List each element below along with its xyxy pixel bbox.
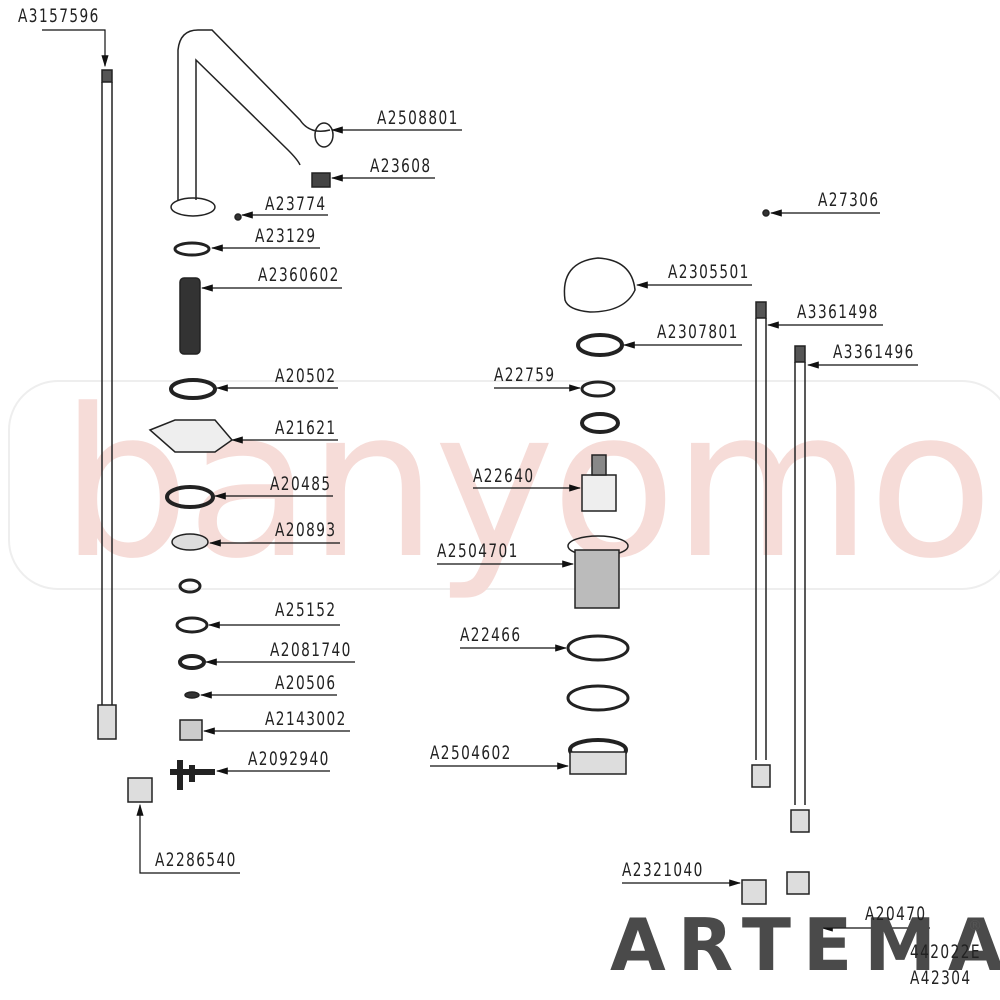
part-label: A20502 [275, 365, 337, 387]
part-label: A3361498 [797, 301, 879, 323]
part-label: A23774 [265, 193, 327, 215]
hose-right-1 [751, 301, 771, 788]
artema-logo: ARTEMA [610, 903, 1000, 987]
part-label: A2504602 [430, 742, 512, 764]
watermark-frame [8, 380, 1000, 590]
drawing-code: 442022E [910, 941, 981, 963]
part-label: A21621 [275, 417, 337, 439]
drawing-code: A42304 [910, 967, 972, 989]
part-label: A27306 [818, 189, 880, 211]
registered-mark: ® [968, 918, 982, 934]
part-label: A23129 [255, 225, 317, 247]
part-label: A22466 [460, 624, 522, 646]
part-label: A3157596 [18, 5, 100, 27]
part-label: A2081740 [270, 639, 352, 661]
part-label: A2143002 [265, 708, 347, 730]
part-label: A2305501 [668, 261, 750, 283]
part-label: A3361496 [833, 341, 915, 363]
part-label: A23608 [370, 155, 432, 177]
hose-right-2 [790, 345, 810, 833]
part-label: A2360602 [258, 264, 340, 286]
part-label: A2286540 [155, 849, 237, 871]
hose-left [97, 69, 117, 740]
part-label: A20470 [865, 903, 927, 925]
part-label: A2504701 [437, 540, 519, 562]
part-label: A20485 [270, 473, 332, 495]
part-label: A20893 [275, 519, 337, 541]
aerator [311, 172, 331, 188]
part-label: A2508801 [377, 107, 459, 129]
part-label: A2092940 [248, 748, 330, 770]
part-label: A22759 [494, 364, 556, 386]
spout [170, 29, 334, 217]
part-label: A2307801 [657, 321, 739, 343]
part-label: A22640 [473, 465, 535, 487]
part-label: A2321040 [622, 859, 704, 881]
part-label: A25152 [275, 599, 337, 621]
part-label: A20506 [275, 672, 337, 694]
